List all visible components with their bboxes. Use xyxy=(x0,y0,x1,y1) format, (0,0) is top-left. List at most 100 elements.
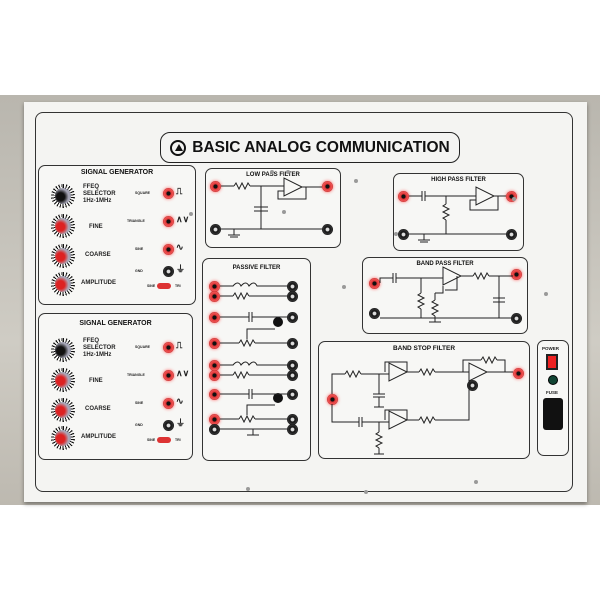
triangle-output-jack[interactable] xyxy=(163,216,174,227)
gnd-waveform-icon: ⏚ xyxy=(176,418,186,428)
square-output-jack[interactable] xyxy=(163,342,174,353)
triangle-waveform-icon: ∧∨ xyxy=(176,214,190,224)
hpf-ground-jack[interactable] xyxy=(398,229,409,240)
bpf-output-jack[interactable] xyxy=(511,269,522,280)
fine-label: FINE xyxy=(89,224,103,230)
sine-label: SINE xyxy=(135,401,144,405)
logo-icon xyxy=(170,139,187,156)
mounting-screw xyxy=(364,490,368,494)
passive-input-jack[interactable] xyxy=(209,312,220,323)
passive-output-jack[interactable] xyxy=(287,338,298,349)
fuse-socket[interactable] xyxy=(543,398,563,430)
passive-output-jack[interactable] xyxy=(287,360,298,371)
high-pass-filter-panel: HIGH PASS FILTER xyxy=(393,173,524,251)
square-output-jack[interactable] xyxy=(163,188,174,199)
sine-tri-toggle-switch[interactable] xyxy=(157,283,171,289)
passive-output-jack[interactable] xyxy=(287,370,298,381)
sine-tri-toggle-switch[interactable] xyxy=(157,437,171,443)
passive-input-jack[interactable] xyxy=(209,360,220,371)
bsf-circuit xyxy=(331,355,513,455)
coarse-label: COARSE xyxy=(85,406,111,412)
passive-circuit xyxy=(220,282,287,436)
bsf-input-jack[interactable] xyxy=(327,394,338,405)
lpf-ground-jack[interactable] xyxy=(210,224,221,235)
passive-input-jack[interactable] xyxy=(209,414,220,425)
mounting-screw xyxy=(354,179,358,183)
mounting-screw xyxy=(189,212,193,216)
passive-output-jack[interactable] xyxy=(287,291,298,302)
title-text: BASIC ANALOG COMMUNICATION xyxy=(192,138,450,156)
triangle-label: TRIANGLE xyxy=(127,373,145,377)
mounting-screw xyxy=(394,232,398,236)
sine-output-jack[interactable] xyxy=(163,244,174,255)
passive-output-jack[interactable] xyxy=(287,389,298,400)
bpf-ground-jack[interactable] xyxy=(369,308,380,319)
passive-input-jack[interactable] xyxy=(209,338,220,349)
frequency-selector-knob[interactable] xyxy=(51,338,75,362)
tri-switch-label: TRI xyxy=(175,284,181,288)
passive-output-jack[interactable] xyxy=(287,414,298,425)
band-stop-filter-panel: BAND STOP FILTER xyxy=(318,341,530,459)
lpf-circuit xyxy=(221,177,322,238)
mounting-screw xyxy=(512,197,516,201)
potentiometer-knob[interactable] xyxy=(273,393,283,403)
board-title: BASIC ANALOG COMMUNICATION xyxy=(160,132,460,163)
power-switch[interactable] xyxy=(546,354,558,370)
amplitude-knob[interactable] xyxy=(51,426,75,450)
square-label: SQUARE xyxy=(135,191,150,195)
bsf-output-jack[interactable] xyxy=(513,368,524,379)
selector-label: FFEQ xyxy=(83,338,99,344)
mounting-screw xyxy=(474,480,478,484)
panel-title: SIGNAL GENERATOR xyxy=(80,169,154,176)
square-waveform-icon: ⎍ xyxy=(176,186,183,196)
hpf-circuit xyxy=(409,186,506,243)
coarse-knob[interactable] xyxy=(51,398,75,422)
panel-title: SIGNAL GENERATOR xyxy=(79,320,152,327)
tri-switch-label: TRI xyxy=(175,438,181,442)
sine-waveform-icon: ∿ xyxy=(176,396,184,406)
potentiometer-knob[interactable] xyxy=(273,317,283,327)
lpf-input-jack[interactable] xyxy=(210,181,221,192)
sine-switch-label: SINE xyxy=(147,438,156,442)
gnd-output-jack[interactable] xyxy=(163,420,174,431)
coarse-knob[interactable] xyxy=(51,244,75,268)
fine-label: FINE xyxy=(89,378,103,384)
band-pass-filter-panel: BAND PASS FILTER xyxy=(362,257,528,334)
passive-input-jack[interactable] xyxy=(209,389,220,400)
amplitude-knob[interactable] xyxy=(51,272,75,296)
bpf-input-jack[interactable] xyxy=(369,278,380,289)
lpf-ground-out-jack[interactable] xyxy=(322,224,333,235)
gnd-waveform-icon: ⏚ xyxy=(176,264,186,274)
triangle-label: TRIANGLE xyxy=(127,219,145,223)
selector-label: SELECTOR xyxy=(83,345,116,351)
mounting-screw xyxy=(342,285,346,289)
passive-input-jack[interactable] xyxy=(209,291,220,302)
passive-ground-out-jack[interactable] xyxy=(287,424,298,435)
bpf-ground-out-jack[interactable] xyxy=(511,313,522,324)
fine-knob[interactable] xyxy=(51,368,75,392)
triangle-waveform-icon: ∧∨ xyxy=(176,368,190,378)
passive-ground-jack[interactable] xyxy=(209,424,220,435)
gnd-output-jack[interactable] xyxy=(163,266,174,277)
lpf-output-jack[interactable] xyxy=(322,181,333,192)
passive-output-jack[interactable] xyxy=(287,312,298,323)
triangle-output-jack[interactable] xyxy=(163,370,174,381)
passive-input-jack[interactable] xyxy=(209,281,220,292)
passive-input-jack[interactable] xyxy=(209,370,220,381)
panel-title: LOW PASS FILTER xyxy=(246,172,300,178)
hpf-output-jack[interactable] xyxy=(506,191,517,202)
selector-label: 1Hz-1MHz xyxy=(83,352,112,358)
fuse-label: FUSE xyxy=(546,390,559,395)
selector-label: 1Hz-1MHz xyxy=(83,198,112,204)
hpf-input-jack[interactable] xyxy=(398,191,409,202)
sine-output-jack[interactable] xyxy=(163,398,174,409)
fine-knob[interactable] xyxy=(51,214,75,238)
passive-output-jack[interactable] xyxy=(287,281,298,292)
bsf-ground-jack[interactable] xyxy=(467,380,478,391)
trainer-board: BASIC ANALOG COMMUNICATION SIGNAL GENERA… xyxy=(24,102,587,502)
hpf-ground-out-jack[interactable] xyxy=(506,229,517,240)
mounting-screw xyxy=(282,210,286,214)
mounting-screw xyxy=(286,170,290,174)
frequency-selector-knob[interactable] xyxy=(51,184,75,208)
